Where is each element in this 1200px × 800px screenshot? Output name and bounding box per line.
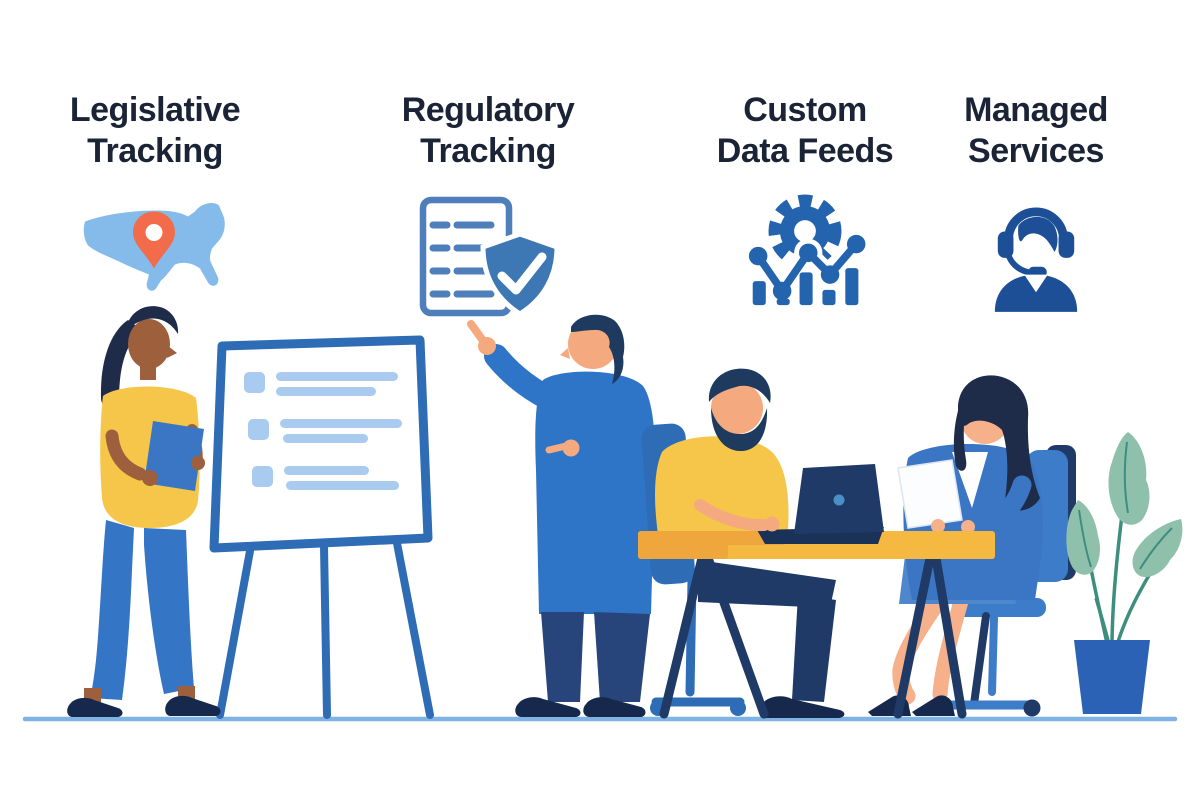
service-column-managed-services: Managed Services xyxy=(911,90,1161,314)
service-column-legislative-tracking: Legislative Tracking xyxy=(30,90,280,309)
service-column-custom-data-feeds: Custom Data Feeds xyxy=(680,90,930,316)
plant-pot xyxy=(1074,640,1150,714)
service-title: Legislative Tracking xyxy=(30,90,280,172)
presenter-woman-with-clipboard xyxy=(67,306,221,717)
trend-line-glyph xyxy=(744,229,871,306)
bar-chart-glyph xyxy=(752,268,859,306)
man-pointing-at-document-icon xyxy=(467,314,656,717)
clipboard xyxy=(144,421,204,491)
potted-plant xyxy=(1066,432,1183,714)
whiteboard xyxy=(209,335,433,553)
woman-reading-document xyxy=(868,375,1076,717)
document-paper xyxy=(897,459,963,529)
service-title-line2: Services xyxy=(968,132,1104,170)
whiteboard-checklist-content xyxy=(244,372,402,490)
whiteboard-easel-with-checklist xyxy=(209,335,434,719)
us-map-location-pin-icon xyxy=(83,203,225,291)
service-title: Custom Data Feeds xyxy=(680,90,930,172)
service-title-line1: Legislative xyxy=(69,91,241,129)
easel-legs xyxy=(216,534,434,719)
service-column-regulatory-tracking: Regulatory Tracking xyxy=(363,90,613,319)
service-title-line1: Regulatory xyxy=(401,91,575,129)
document-shield-check-icon xyxy=(419,196,560,317)
laptop xyxy=(694,464,884,544)
support-agent-headset-icon xyxy=(994,207,1078,312)
service-title-line1: Managed xyxy=(964,91,1108,129)
meeting-table xyxy=(638,531,995,719)
service-title: Managed Services xyxy=(911,90,1161,172)
table-legs xyxy=(659,553,967,719)
service-title-line1: Custom xyxy=(743,91,867,129)
service-title-line2: Tracking xyxy=(87,132,223,170)
service-title: Regulatory Tracking xyxy=(363,90,613,172)
service-title-line2: Data Feeds xyxy=(716,132,894,170)
service-title-line2: Tracking xyxy=(420,132,556,170)
gear-analytics-chart-icon xyxy=(744,194,871,306)
